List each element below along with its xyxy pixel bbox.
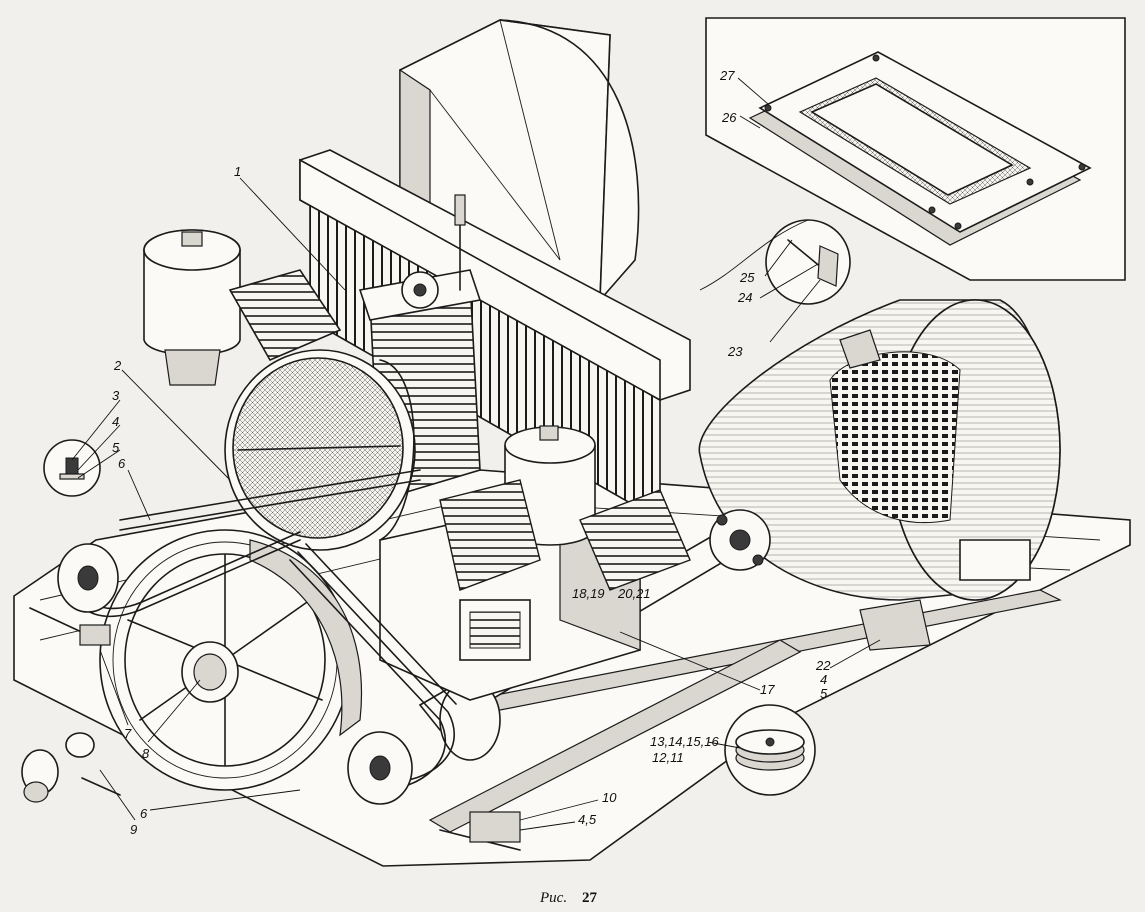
shim-detail-11-16 xyxy=(724,704,816,796)
callout-10: 10 xyxy=(602,790,617,805)
callout-2: 2 xyxy=(113,358,122,373)
callout-18-19: 18,19 xyxy=(572,586,605,601)
callout-13-16: 13,14,15,16 xyxy=(650,734,719,749)
callout-4-5-bottom: 4,5 xyxy=(578,812,597,827)
callout-22: 22 xyxy=(815,658,831,673)
callout-8: 8 xyxy=(142,746,150,761)
callout-labels: 1 2 3 4 5 6 6 7 8 9 10 4,5 13,14,15,16 1… xyxy=(112,68,831,837)
callout-22-5: 5 xyxy=(820,686,828,701)
callout-22-4: 4 xyxy=(820,672,827,687)
callout-27: 27 xyxy=(719,68,735,83)
callout-23: 23 xyxy=(727,344,743,359)
leader-lines xyxy=(71,77,881,831)
callout-9: 9 xyxy=(130,822,137,837)
crankcase xyxy=(379,499,641,701)
cylinder-head-left xyxy=(228,269,342,362)
air-filter-left xyxy=(143,229,241,386)
callout-1: 1 xyxy=(234,164,241,179)
callout-6-bottom: 6 xyxy=(140,806,148,821)
figure-caption: Рис. 27 xyxy=(539,890,598,906)
callout-6-top: 6 xyxy=(118,456,126,471)
air-filter-right xyxy=(439,425,691,591)
callout-25: 25 xyxy=(739,270,755,285)
oil-plug-parts-9 xyxy=(21,732,121,803)
fan-guard xyxy=(224,349,416,551)
callout-7: 7 xyxy=(124,726,132,741)
caption-prefix: Рис. xyxy=(539,890,567,906)
electric-motor xyxy=(698,299,1061,651)
callout-4: 4 xyxy=(112,414,119,429)
fastener-detail-23-25 xyxy=(699,219,851,305)
callout-12-11: 12,11 xyxy=(652,750,684,765)
bolt-detail-3-5 xyxy=(43,439,101,497)
adjusting-screw-7 xyxy=(29,607,111,646)
callout-5: 5 xyxy=(112,440,120,455)
callout-26: 26 xyxy=(721,110,737,125)
callout-3: 3 xyxy=(112,388,120,403)
gasket-detail-inset xyxy=(705,17,1126,281)
callout-20-21: 20,21 xyxy=(617,586,651,601)
tension-pulley-left xyxy=(57,543,119,613)
adjusting-screw-10 xyxy=(439,811,521,851)
callout-24: 24 xyxy=(737,290,752,305)
tension-pulley-bottom xyxy=(347,731,413,805)
callout-17: 17 xyxy=(760,682,775,697)
caption-number: 27 xyxy=(582,890,598,906)
